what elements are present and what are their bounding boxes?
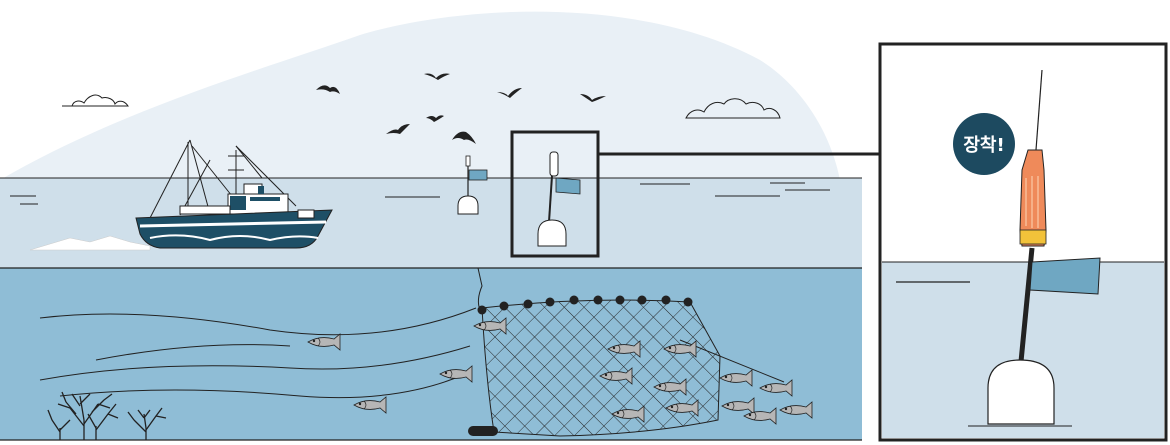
mounted-badge-label: 장착! (963, 135, 1004, 156)
coral-icon (47, 391, 167, 440)
boat-wake (29, 235, 151, 251)
cloud-icon (62, 94, 129, 107)
buoy-highlight-box (510, 130, 600, 258)
seagull-icon (316, 73, 606, 144)
sky-background (0, 11, 840, 180)
cloud-icon (685, 98, 781, 119)
sea-surface (0, 178, 862, 268)
surface-wave-lines (10, 182, 830, 205)
callout-panel: 장착! (878, 42, 1168, 442)
buoy-icon (537, 151, 581, 247)
mounted-badge: 장착! (953, 113, 1015, 175)
fishing-boat-icon (135, 139, 333, 249)
buoy-icon (457, 155, 488, 215)
sensor-device-icon (1019, 69, 1047, 247)
fishing-net-icon (468, 295, 721, 437)
